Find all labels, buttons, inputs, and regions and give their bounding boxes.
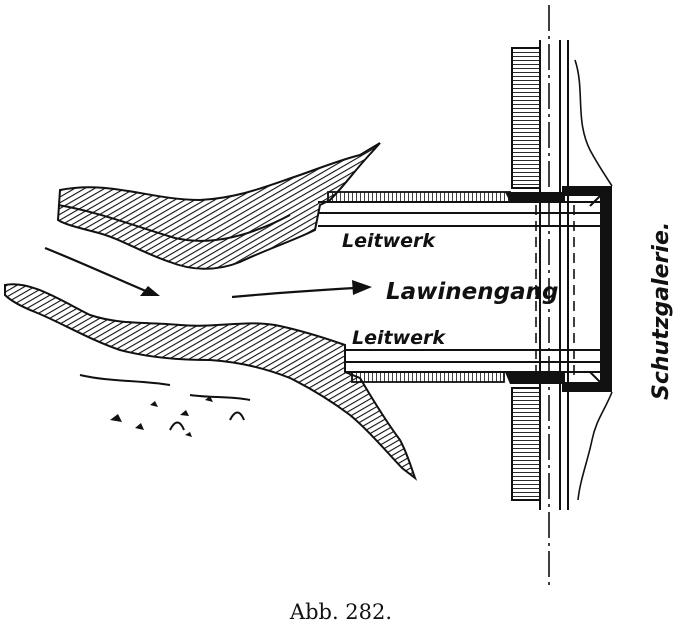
flow-arrow-left bbox=[44, 246, 160, 296]
gallery-vertical-structure bbox=[511, 40, 613, 510]
flow-arrow-right bbox=[231, 280, 372, 299]
label-lawinengang: Lawinengang bbox=[386, 279, 558, 305]
label-leitwerk-top: Leitwerk bbox=[342, 230, 436, 252]
gallery-end-wall bbox=[562, 186, 612, 392]
avalanche-gallery-diagram: Leitwerk Lawinengang Leitwerk Schutzgale… bbox=[4, 5, 674, 585]
figure-caption: Abb. 282. bbox=[289, 600, 393, 624]
upper-training-wall bbox=[318, 191, 600, 227]
lower-rock-slope bbox=[4, 283, 418, 481]
upper-rock-slope bbox=[56, 142, 381, 270]
label-schutzgalerie: Schutzgalerie. bbox=[649, 222, 674, 400]
lower-training-wall bbox=[345, 349, 600, 384]
label-leitwerk-bottom: Leitwerk bbox=[352, 327, 446, 349]
